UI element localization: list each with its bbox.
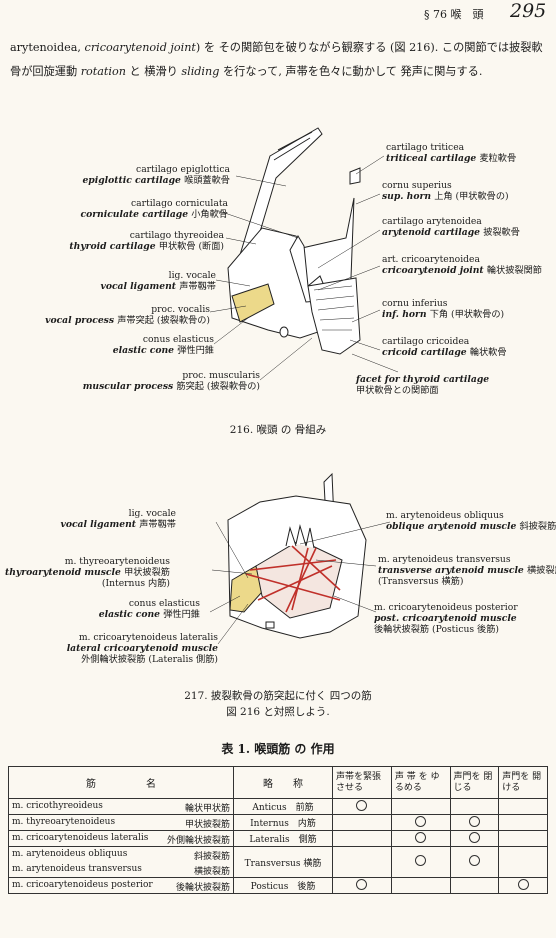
action-mark <box>356 799 368 811</box>
vocal-ligament-shape <box>231 283 275 323</box>
figure-217-caption: 217. 披裂軟骨の筋突起に付く 四つの筋 <box>184 690 372 702</box>
muscle-action-table: 筋 名 略 称 声帯を緊張させる 声 帯 を ゆるめる 声門を 閉じる 声門を … <box>8 766 548 894</box>
figure-216-caption: 216. 喉頭 の 骨組み <box>229 424 327 436</box>
action-mark <box>468 831 480 843</box>
col-relax: 声 帯 を ゆるめる <box>390 766 451 799</box>
col-tense: 声帯を緊張させる <box>332 766 392 799</box>
col-open: 声門を 開ける <box>498 766 548 799</box>
cricoid-shape <box>307 277 361 355</box>
col-muscle-name: 筋 名 <box>8 766 234 799</box>
col-abbr: 略 称 <box>233 766 333 799</box>
action-mark <box>468 855 480 866</box>
action-mark <box>468 815 480 827</box>
col-close: 声門を 閉じる <box>449 766 500 799</box>
action-mark <box>517 878 529 890</box>
section-header: § 76 喉 頭 <box>424 8 484 21</box>
muscle-lines <box>245 545 341 613</box>
page-number: 295 <box>510 0 547 22</box>
action-mark <box>356 878 368 890</box>
body-paragraph: arytenoidea, cricoarytenoid joint) を その関… <box>10 41 543 78</box>
table-title: 表 1. 喉頭筋 の 作用 <box>221 742 335 756</box>
figure-217-subcaption: 図 216 と対照しよう. <box>226 706 330 718</box>
action-mark <box>415 855 427 866</box>
action-mark <box>415 831 427 843</box>
action-mark <box>415 815 427 827</box>
figure-illustrations <box>209 127 399 645</box>
